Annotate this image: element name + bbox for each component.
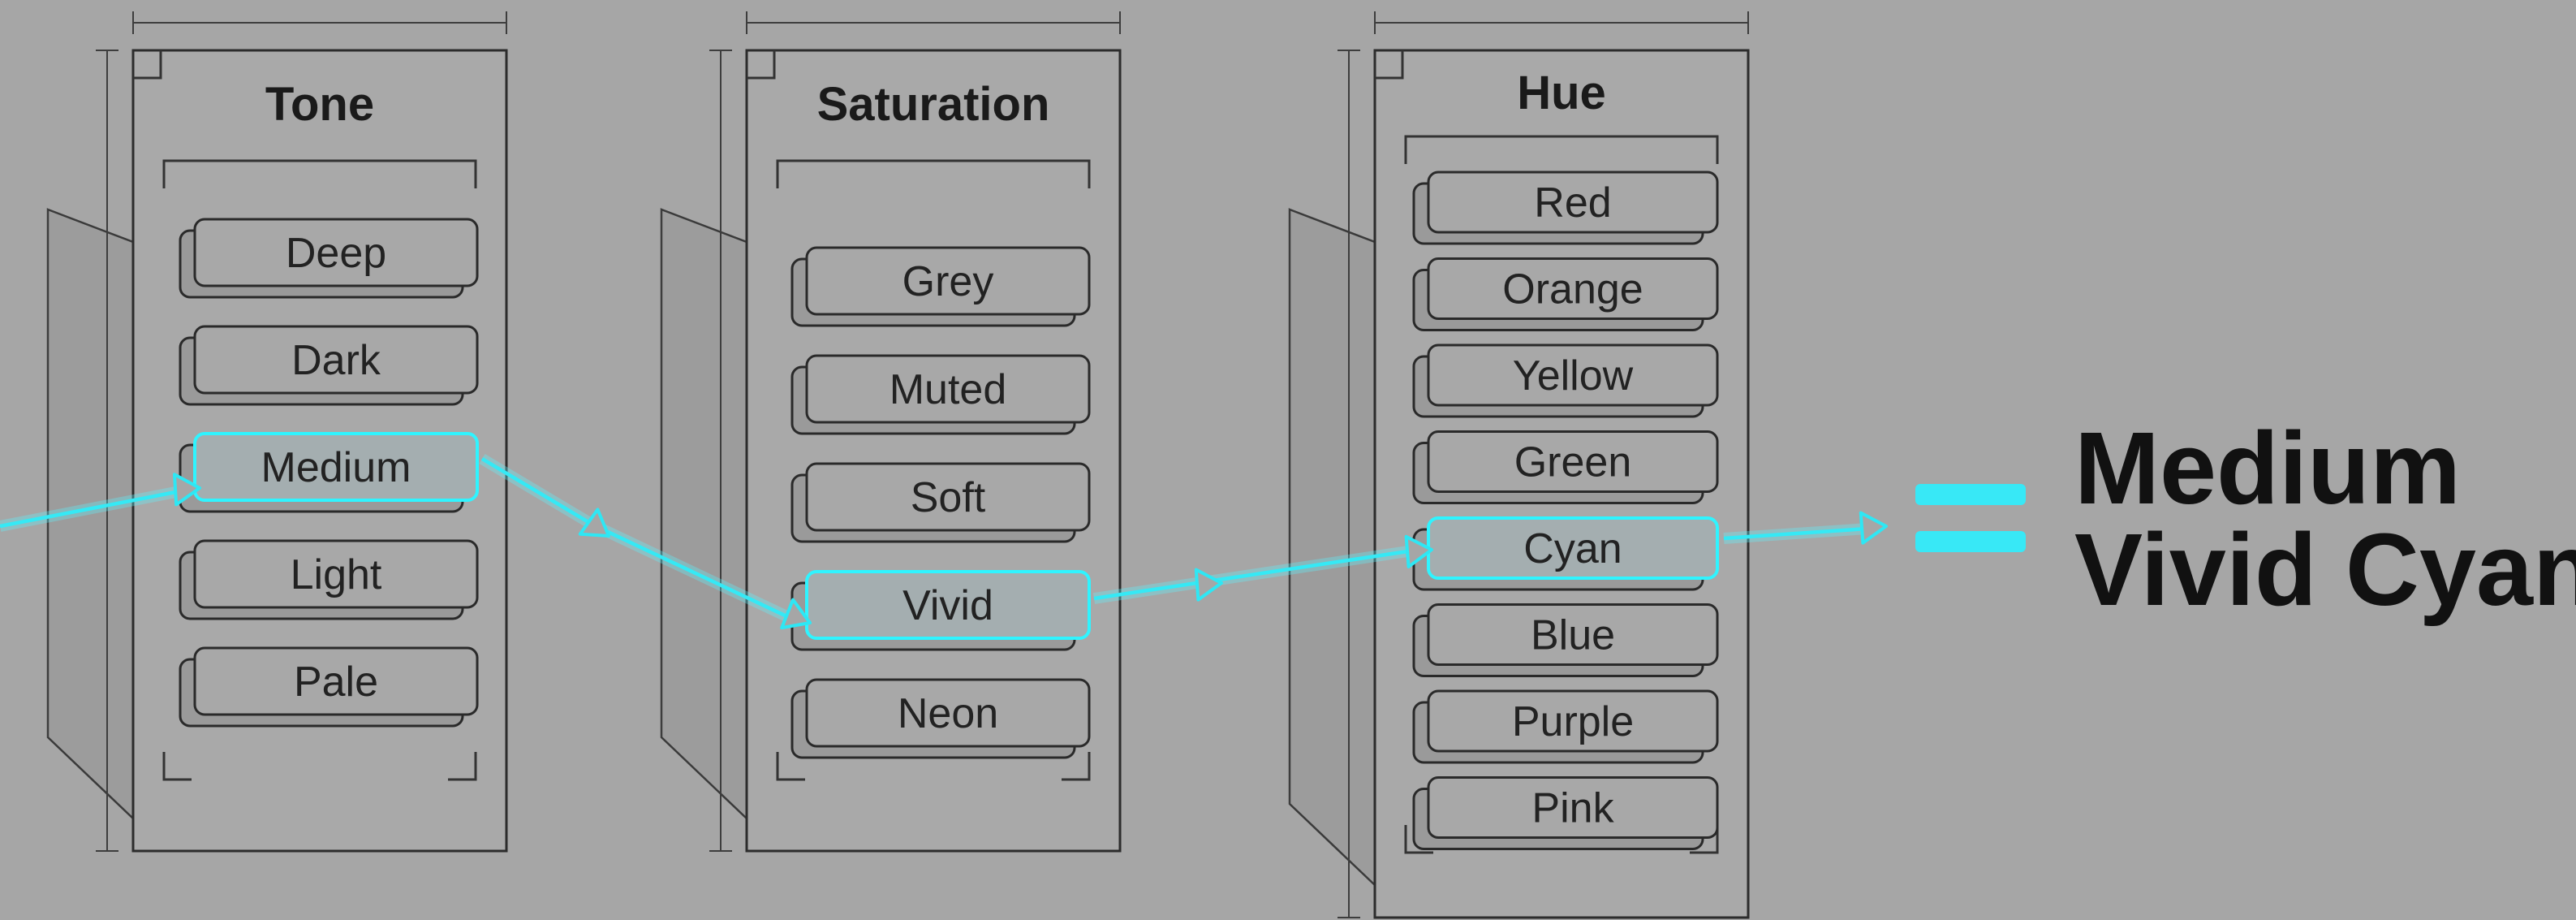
option-label: Muted [890, 366, 1007, 413]
flow-arrow-out [1859, 511, 1888, 545]
option-face[interactable] [1427, 430, 1719, 493]
option-label: Cyan [1523, 525, 1622, 572]
option-face[interactable] [805, 246, 1091, 316]
option-label: Deep [286, 230, 386, 277]
option-label: Medium [261, 444, 411, 491]
panel-title: Hue [1517, 67, 1606, 119]
option-face[interactable] [193, 325, 479, 395]
option-face[interactable] [1427, 603, 1719, 666]
option-blue[interactable]: Blue [1412, 603, 1719, 677]
option-face[interactable] [193, 539, 479, 609]
option-face[interactable] [1427, 171, 1719, 234]
option-label: Light [291, 551, 382, 598]
option-face[interactable] [193, 432, 479, 502]
option-face[interactable] [193, 646, 479, 716]
option-label: Blue [1531, 612, 1615, 659]
option-deep[interactable]: Deep [179, 218, 479, 299]
inner-frame-bottom [1404, 825, 1719, 854]
option-face[interactable] [1427, 257, 1719, 320]
flow-arrow-in [172, 473, 201, 507]
option-green[interactable]: Green [1412, 430, 1719, 504]
option-vivid[interactable]: Vivid [790, 570, 1091, 651]
option-medium[interactable]: Medium [179, 432, 479, 513]
option-label: Yellow [1513, 352, 1634, 400]
option-muted[interactable]: Muted [790, 354, 1091, 435]
panel-hue: HueRedOrangeYellowGreenCyanBluePurplePin… [1288, 11, 1750, 919]
option-face[interactable] [1427, 776, 1719, 839]
panel-side-plate [1288, 208, 1376, 888]
option-label: Red [1534, 179, 1611, 227]
inner-frame-top [162, 159, 477, 188]
option-label: Purple [1512, 698, 1634, 745]
option-label: Dark [291, 337, 381, 384]
flow-arrow-mid-1 [578, 508, 610, 538]
option-pale[interactable]: Pale [179, 646, 479, 728]
option-yellow[interactable]: Yellow [1412, 343, 1719, 418]
inner-frame-top [1404, 135, 1719, 164]
flow-arrow-1 [780, 598, 812, 630]
corner-mark [1375, 50, 1404, 80]
panel-title: Saturation [817, 78, 1050, 131]
option-soft[interactable]: Soft [790, 462, 1091, 543]
option-purple[interactable]: Purple [1412, 689, 1719, 764]
option-face[interactable] [1427, 343, 1719, 407]
corner-mark [133, 50, 162, 80]
flow-line-2 [1093, 547, 1419, 601]
option-face[interactable] [193, 218, 479, 287]
equals-sign-top-bar [1915, 484, 2026, 505]
flow-arrow-mid-2 [1194, 568, 1223, 602]
option-grey[interactable]: Grey [790, 246, 1091, 327]
option-cyan[interactable]: Cyan [1412, 516, 1719, 591]
option-face[interactable] [805, 354, 1091, 424]
option-orange[interactable]: Orange [1412, 257, 1719, 331]
result-block: Medium Vivid Cyan [1915, 411, 2576, 627]
equals-sign-bottom-bar [1915, 531, 2026, 552]
option-face[interactable] [805, 570, 1091, 640]
option-dark[interactable]: Dark [179, 325, 479, 406]
option-face[interactable] [805, 462, 1091, 532]
option-label: Orange [1502, 266, 1643, 313]
option-label: Soft [911, 474, 986, 521]
option-label: Grey [902, 258, 994, 305]
inner-frame-bottom [776, 752, 1091, 781]
flow-line-in [0, 487, 189, 529]
option-label: Neon [898, 690, 998, 737]
inner-frame-bottom [162, 752, 477, 781]
option-pink[interactable]: Pink [1412, 776, 1719, 850]
corner-mark [747, 50, 776, 80]
inner-frame-top [776, 159, 1091, 188]
flow-line-out [1723, 525, 1880, 541]
option-face[interactable] [805, 678, 1091, 748]
selection-flow [0, 453, 1888, 630]
option-face[interactable] [1427, 689, 1719, 753]
result-line-2: Vivid Cyan [2074, 512, 2576, 627]
option-label: Green [1514, 439, 1632, 486]
option-label: Pale [294, 659, 378, 706]
panel-side-plate [660, 208, 748, 821]
option-label: Vivid [902, 582, 993, 629]
option-neon[interactable]: Neon [790, 678, 1091, 759]
option-red[interactable]: Red [1412, 171, 1719, 245]
panel-title: Tone [265, 78, 374, 131]
option-label: Pink [1531, 785, 1614, 832]
result-line-1: Medium [2074, 411, 2461, 525]
option-light[interactable]: Light [179, 539, 479, 620]
flow-arrow-2 [1404, 534, 1433, 568]
